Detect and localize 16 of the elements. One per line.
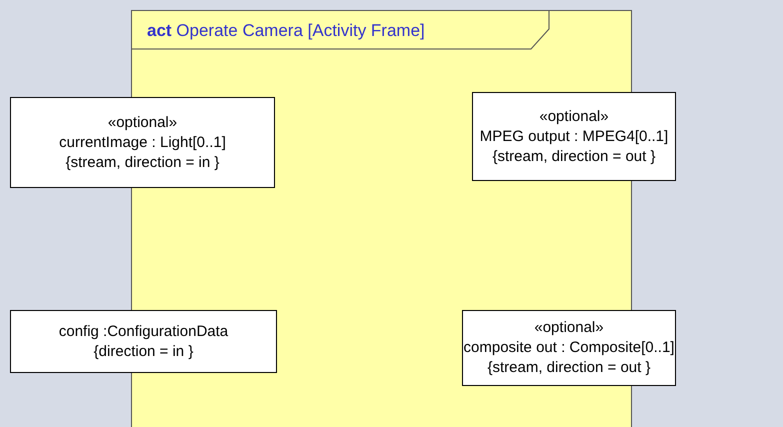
pin-label: «optional» (108, 112, 178, 132)
pin-label: {stream, direction = out } (487, 358, 650, 378)
parameter-box (10, 310, 277, 373)
pin-label: «optional» (534, 318, 604, 338)
frame-title: act Operate Camera [Activity Frame] (147, 21, 425, 41)
pin-label: currentImage : Light[0..1] (59, 132, 226, 152)
pin-label: «optional» (539, 106, 609, 126)
pin-label: {direction = in } (94, 342, 194, 362)
parameter-box (462, 310, 676, 386)
pin-label: {stream, direction = in } (66, 152, 220, 172)
parameter-box (10, 97, 275, 188)
pin-label: config :ConfigurationData (58, 322, 228, 342)
pin-label: {stream, direction = out } (492, 146, 656, 166)
parameter-box (472, 92, 676, 181)
pin-label: composite out : Composite[0..1] (464, 338, 674, 358)
pin-label: MPEG output : MPEG4[0..1] (480, 126, 668, 146)
